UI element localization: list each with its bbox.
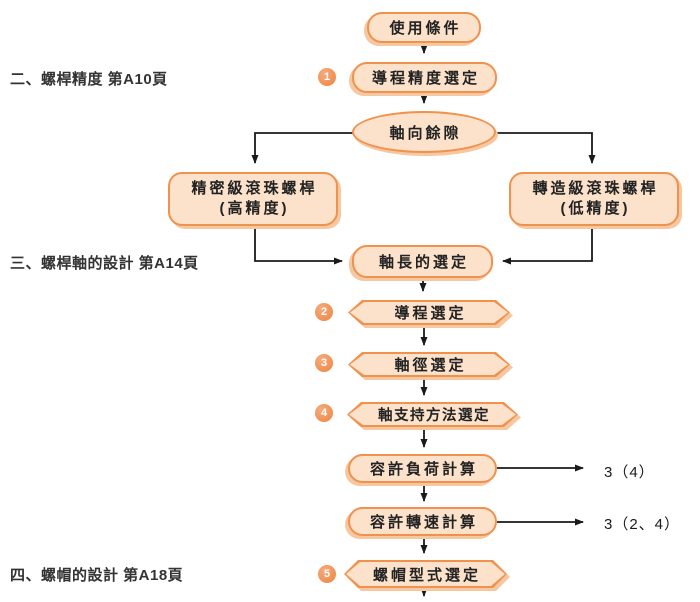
step-2-badge: 2 — [315, 303, 333, 321]
node-lead-selection-label: 導程選定 — [394, 305, 467, 322]
node-shaft-length-selection: 軸長的選定 — [352, 245, 493, 278]
node-rolled-grade-line1: 轉造級滾珠螺桿 — [532, 179, 659, 197]
node-shaft-diameter-selection-label: 軸徑選定 — [394, 357, 467, 374]
section-label-shaft-design: 三、螺桿軸的設計 第A14頁 — [10, 255, 199, 272]
node-allowable-speed-calc: 容許轉速計算 — [348, 507, 497, 536]
step-5-badge: 5 — [318, 565, 336, 583]
node-allowable-load-calc: 容許負荷計算 — [348, 454, 497, 483]
node-shaft-support-selection-label: 軸支持方法選定 — [378, 408, 490, 424]
step-1-badge: 1 — [318, 68, 336, 86]
node-precision-grade-line2: (高精度) — [219, 200, 290, 217]
step-3-badge: 3 — [315, 354, 333, 372]
node-shaft-diameter-selection: 軸徑選定 — [348, 352, 510, 377]
hex-fill — [346, 562, 505, 586]
reference-speed: 3（2、4） — [604, 516, 681, 533]
node-rolled-grade: 轉造級滾珠螺桿 (低精度) — [509, 172, 679, 226]
hex-fill — [349, 404, 516, 425]
hex-fill — [350, 354, 508, 375]
node-axial-play: 軸向餘隙 — [352, 111, 496, 153]
reference-load: 3（4） — [604, 464, 655, 481]
node-precision-grade: 精密級滾珠螺桿 (高精度) — [168, 172, 338, 226]
section-label-screw-accuracy: 二、螺桿精度 第A10頁 — [10, 71, 168, 88]
node-nut-type-selection: 螺帽型式選定 — [344, 560, 507, 588]
node-lead-accuracy-selection: 導程精度選定 — [352, 62, 497, 93]
step-4-badge: 4 — [315, 404, 333, 422]
hex-fill — [350, 302, 508, 323]
node-lead-selection: 導程選定 — [348, 300, 510, 325]
node-precision-grade-line1: 精密級滾珠螺桿 — [191, 179, 318, 197]
node-nut-type-selection-label: 螺帽型式選定 — [372, 566, 481, 584]
node-shaft-support-selection: 軸支持方法選定 — [347, 402, 518, 427]
section-label-nut-design: 四、螺帽的設計 第A18頁 — [10, 567, 184, 584]
node-usage-conditions: 使用條件 — [367, 12, 481, 43]
node-rolled-grade-line2: (低精度) — [560, 200, 631, 217]
